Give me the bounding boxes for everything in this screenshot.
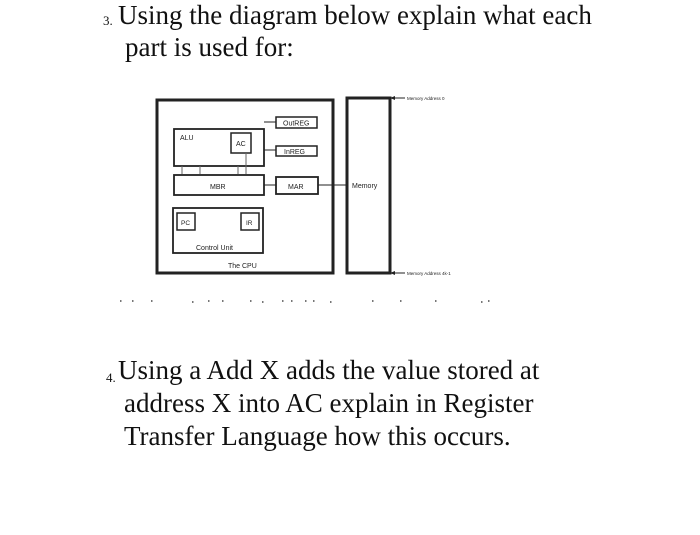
inreg-box bbox=[275, 145, 318, 157]
mar-label: MAR bbox=[288, 184, 304, 191]
memory-address-n1-label: Memory Address 4k-1 bbox=[407, 271, 451, 276]
control-unit-box bbox=[172, 207, 264, 254]
memory-box bbox=[345, 96, 392, 275]
control-unit-label: Control Unit bbox=[196, 245, 233, 252]
question-3-line-1: Using the diagram below explain what eac… bbox=[118, 0, 592, 30]
question-4-line-1: Using a Add X adds the value stored at bbox=[118, 355, 540, 385]
pc-box bbox=[176, 212, 196, 231]
arrow-head-bottom bbox=[390, 271, 395, 275]
memory-label: Memory bbox=[352, 183, 378, 190]
mbr-label: MBR bbox=[210, 184, 226, 191]
outreg-label: OutREG bbox=[283, 121, 309, 128]
question-4-line-3: Transfer Language how this occurs. bbox=[124, 421, 511, 451]
question-4-number: 4. bbox=[106, 370, 116, 385]
inreg-label: InREG bbox=[284, 149, 305, 156]
faint-text-remnants bbox=[120, 300, 490, 303]
question-3-line-2: part is used for: bbox=[125, 32, 294, 62]
question-3-number: 3. bbox=[103, 13, 113, 28]
alu-label: ALU bbox=[180, 135, 194, 142]
cpu-label: The CPU bbox=[228, 263, 257, 270]
alu-box bbox=[173, 128, 265, 167]
question-4-line-2: address X into AC explain in Register bbox=[124, 388, 534, 418]
ac-box bbox=[230, 132, 252, 154]
ir-label: IR bbox=[246, 220, 253, 227]
cpu-box bbox=[155, 98, 335, 275]
arrow-head-top bbox=[390, 96, 395, 100]
memory-address-0-label: Memory Address 0 bbox=[407, 96, 445, 101]
ac-label: AC bbox=[236, 141, 246, 148]
pc-label: PC bbox=[181, 220, 190, 227]
ir-box bbox=[240, 212, 260, 231]
